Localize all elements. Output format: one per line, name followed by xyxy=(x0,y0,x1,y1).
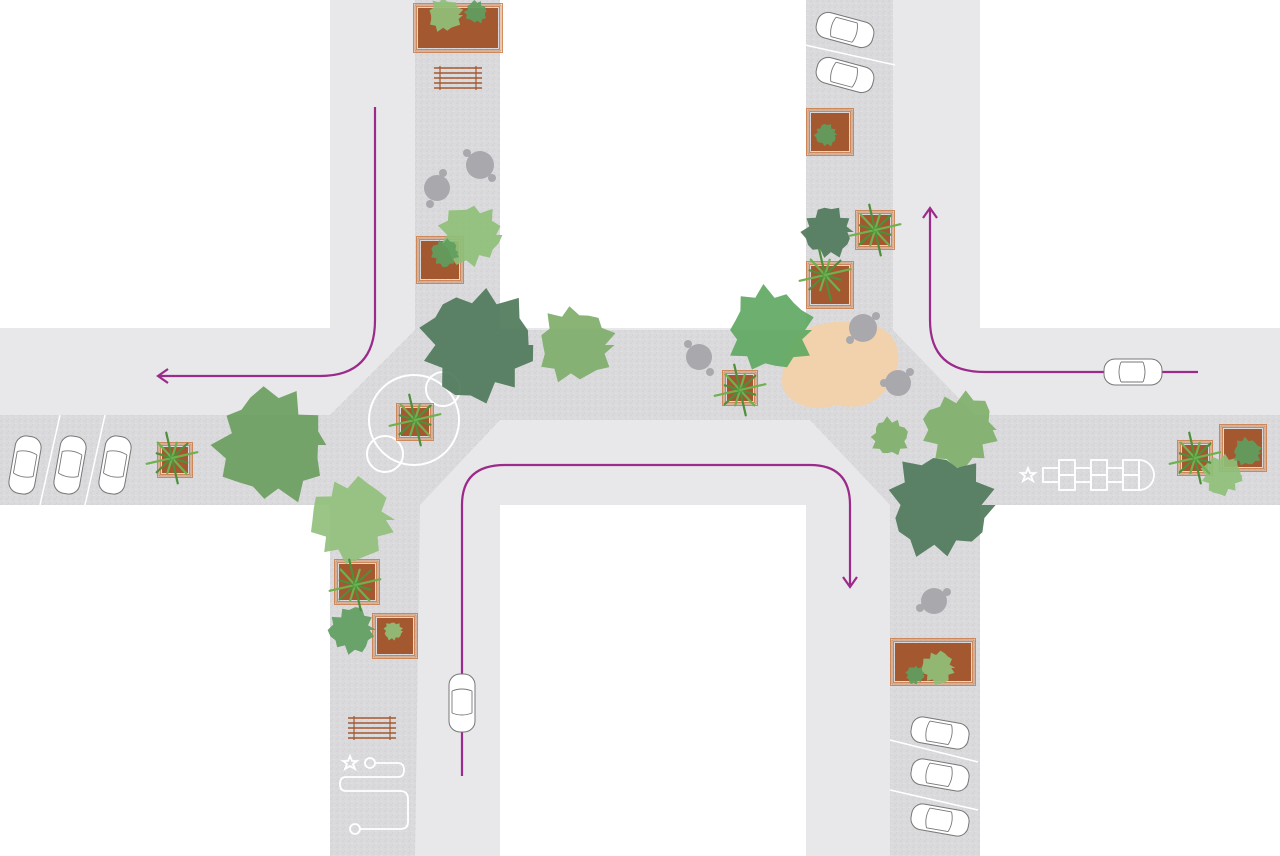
star-icon xyxy=(1018,465,1038,484)
boulder-icon xyxy=(846,336,854,344)
car-top-view-icon xyxy=(1103,358,1163,386)
agave-plant-icon xyxy=(388,393,442,447)
tree-canopy-icon xyxy=(730,284,814,370)
tree-canopy-icon xyxy=(870,416,908,456)
boulder-icon xyxy=(872,312,880,320)
parking-line xyxy=(84,414,106,506)
car-top-view-icon xyxy=(448,673,476,733)
car-top-view-icon xyxy=(910,803,970,837)
play-path xyxy=(339,753,409,835)
car-top-view-icon xyxy=(815,56,875,94)
car-top-view-icon xyxy=(815,11,875,49)
tree-canopy-icon xyxy=(921,650,956,686)
route-arrow-icon xyxy=(156,107,377,384)
agave-plant-icon xyxy=(1168,431,1222,485)
boulder-icon xyxy=(439,169,447,177)
car-top-view-icon xyxy=(910,758,970,792)
bench-icon xyxy=(348,716,396,740)
tree-canopies xyxy=(210,0,1262,686)
tree-canopy-icon xyxy=(429,0,464,32)
agave-plant-icon xyxy=(328,558,382,612)
star-icon xyxy=(340,753,360,772)
parking-line xyxy=(39,414,61,506)
tree-canopy-icon xyxy=(888,458,996,557)
tree-canopy-icon xyxy=(327,607,377,655)
tree-canopy-icon xyxy=(311,476,396,565)
car-top-view-icon xyxy=(53,435,87,495)
agave-plant-icon xyxy=(798,248,852,302)
tree-canopy-icon xyxy=(419,288,534,404)
boulder-icon xyxy=(916,604,924,612)
tree-canopy-icon xyxy=(210,386,327,503)
tree-canopy-icon xyxy=(383,622,404,641)
tree-canopy-icon xyxy=(813,123,838,147)
hopscotch-icon xyxy=(1018,459,1155,491)
boulder-icon xyxy=(921,588,947,614)
route-arrows xyxy=(156,107,1198,776)
boulder-icon xyxy=(906,368,914,376)
sand-pit xyxy=(781,321,899,409)
parking-line xyxy=(804,44,896,66)
boulder-icon xyxy=(880,379,888,387)
route-arrow-icon xyxy=(922,206,1198,374)
car-top-view-icon xyxy=(8,435,42,495)
tree-canopy-icon xyxy=(1200,453,1243,497)
route-arrow-icon xyxy=(460,463,858,776)
boulder-icon xyxy=(885,370,911,396)
parking-line xyxy=(889,789,979,811)
agave-plant-icon xyxy=(145,431,199,485)
parking-line xyxy=(889,739,979,763)
agave-plant-icon xyxy=(848,203,902,257)
tree-canopy-icon xyxy=(541,306,616,383)
boulder-icon xyxy=(686,344,712,370)
tree-canopy-icon xyxy=(923,390,998,468)
top-objects xyxy=(8,11,1222,837)
boulder-icon xyxy=(488,174,496,182)
bench-icon xyxy=(434,66,482,90)
tree-canopy-icon xyxy=(463,0,487,24)
boulder-icon xyxy=(463,149,471,157)
boulder-icon xyxy=(424,175,450,201)
boulder-icon xyxy=(426,200,434,208)
tree-canopy-icon xyxy=(905,665,925,685)
tree-canopy-icon xyxy=(800,207,854,258)
car-top-view-icon xyxy=(910,716,970,750)
car-top-view-icon xyxy=(98,435,132,495)
tree-canopy-icon xyxy=(431,238,460,268)
boulder-icon xyxy=(684,340,692,348)
tree-canopy-icon xyxy=(1233,436,1262,466)
agave-plant-icon xyxy=(713,363,767,417)
boulder-icon xyxy=(706,368,714,376)
boulder-icon xyxy=(849,314,877,342)
boulder-icon xyxy=(943,588,951,596)
boulder-icon xyxy=(466,151,494,179)
